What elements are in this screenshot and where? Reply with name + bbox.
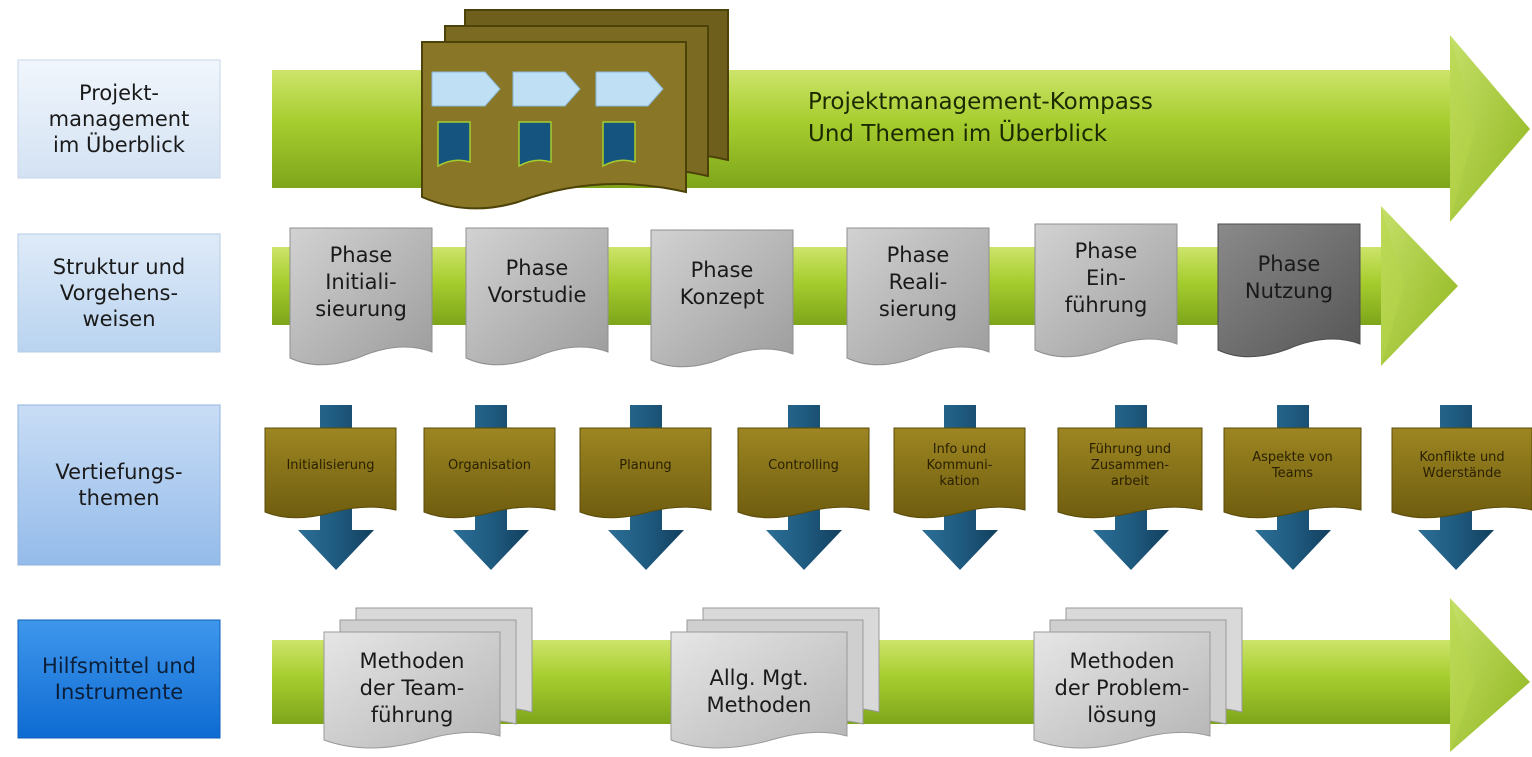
- tool-label-3: Methoden der Problem- lösung: [1054, 648, 1190, 727]
- topic-doc-4: [737, 427, 870, 519]
- topic-doc-6: [1057, 427, 1203, 519]
- topic-label-8: Konflikte und Wderstände: [1419, 450, 1505, 481]
- phase-label-1: Phase Initiali- sieurung: [315, 242, 407, 321]
- topic-doc-2: [423, 427, 556, 519]
- topic-label-3: Planung: [619, 458, 672, 473]
- phase-doc-6-active: [1217, 223, 1361, 358]
- stack-page-1: [437, 121, 471, 168]
- tool-stack-2: [670, 607, 880, 749]
- phase-doc-5: [1034, 223, 1178, 358]
- phase-label-5: Phase Ein- führung: [1064, 238, 1148, 317]
- phase-doc-2: [465, 227, 609, 366]
- stack-chevron-1: [431, 71, 501, 107]
- phase-doc-4: [846, 227, 990, 366]
- phase-label-2: Phase Vorstudie: [487, 256, 587, 307]
- topic-label-4: Controlling: [768, 458, 839, 473]
- phase-label-3: Phase Konzept: [679, 258, 765, 309]
- stack-chevron-3: [595, 71, 664, 107]
- phase-doc-3: [650, 229, 794, 368]
- topic-doc-8: [1391, 427, 1532, 519]
- topic-label-7: Aspekte von Teams: [1252, 450, 1333, 481]
- overview-title-line2: Und Themen im Überblick: [808, 121, 1108, 147]
- stack-page-2: [518, 121, 552, 168]
- phase-label-4: Phase Reali- sierung: [878, 242, 958, 321]
- stack-chevron-2: [512, 71, 581, 107]
- topic-label-5: Info und Kommuni- kation: [926, 442, 993, 489]
- row-box-tools: [17, 619, 221, 739]
- overview-title: Projektmanagement-Kompass Und Themen im …: [808, 86, 1153, 150]
- tool-label-2: Allg. Mgt. Methoden: [706, 666, 812, 717]
- topic-doc-1: [264, 427, 397, 519]
- row-label-tools: Hilfsmittel und Instrumente: [42, 654, 196, 704]
- topic-doc-3: [579, 427, 712, 519]
- topic-label-1: Initialisierung: [286, 458, 375, 473]
- tool-stack-1: [323, 607, 533, 749]
- stack-page-3: [602, 121, 636, 168]
- overview-title-line1: Projektmanagement-Kompass: [808, 89, 1153, 115]
- row-label-topics: Vertiefungs- themen: [55, 460, 183, 510]
- topic-doc-7: [1223, 427, 1362, 519]
- row-box-topics: [17, 404, 221, 566]
- row-label-structure: Struktur und Vorgehens- weisen: [52, 255, 186, 331]
- topic-label-6: Führung und Zusammen- arbeit: [1088, 442, 1172, 489]
- tool-label-1: Methoden der Team- führung: [359, 648, 465, 727]
- topic-label-2: Organisation: [447, 458, 532, 473]
- tool-stack-3: [1033, 607, 1243, 749]
- row-box-overview: [17, 59, 221, 179]
- phase-doc-1: [289, 227, 433, 366]
- row-label-overview: Projekt- management im Überblick: [48, 81, 190, 157]
- phase-label-6: Phase Nutzung: [1244, 252, 1334, 303]
- topic-doc-5: [893, 427, 1026, 519]
- row-box-structure: [17, 233, 221, 353]
- compass-document-stack: [421, 9, 729, 210]
- phase-arrow: [272, 206, 1458, 366]
